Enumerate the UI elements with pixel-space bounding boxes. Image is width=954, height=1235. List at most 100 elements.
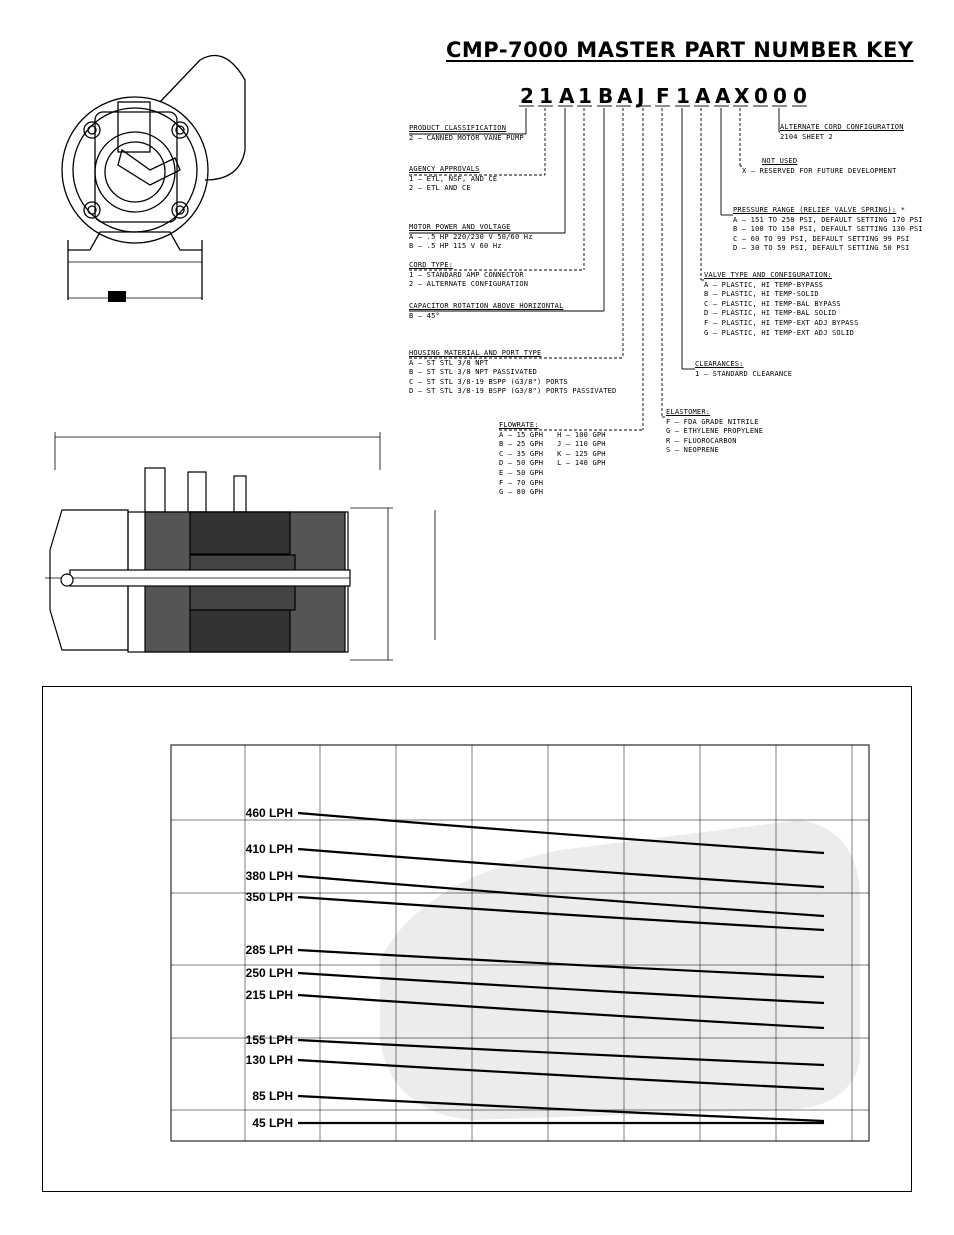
- page-title: CMP-7000 MASTER PART NUMBER KEY: [446, 38, 914, 62]
- valve-type-line: G – PLASTIC, HI TEMP-EXT ADJ SOLID: [704, 328, 855, 337]
- series-line: [297, 1038, 825, 1067]
- series-label: 285 LPH: [245, 943, 293, 957]
- flowrate-line: E – 50 GPH: [499, 468, 544, 477]
- flowrate-line: C – 35 GPH: [499, 449, 544, 458]
- alt-cord-line: 2104 SHEET 2: [780, 132, 833, 141]
- housing-material: HOUSING MATERIAL AND PORT TYPE A – ST ST…: [409, 349, 616, 397]
- series-line: [297, 1094, 825, 1123]
- valve-type-line: C – PLASTIC, HI TEMP-BAL BYPASS: [704, 299, 841, 308]
- clearances: CLEARANCES: 1 – STANDARD CLEARANCE: [695, 360, 792, 379]
- pressure-range-line: D – 30 TO 59 PSI, DEFAULT SETTING 50 PSI: [733, 244, 910, 253]
- series-label: 215 LPH: [245, 988, 293, 1002]
- motor-power: MOTOR POWER AND VOLTAGE A – .5 HP 220/23…: [409, 223, 533, 252]
- agency-approvals-heading: AGENCY APPROVALS: [409, 165, 480, 173]
- housing-material-line: A – ST STL 3/8 NPT: [409, 358, 489, 367]
- pressure-range-line: C – 60 TO 99 PSI, DEFAULT SETTING 99 PSI: [733, 234, 910, 243]
- flowrate: FLOWRATE: A – 15 GPH B – 25 GPH C – 35 G…: [499, 421, 606, 498]
- valve-type-line: D – PLASTIC, HI TEMP-BAL SOLID: [704, 309, 837, 318]
- series-line: [297, 1058, 825, 1091]
- pump-drawings: [45, 54, 436, 661]
- flowrate-line: J – 110 GPH: [557, 440, 606, 449]
- code-char: 0: [793, 84, 807, 108]
- elastomer-line: G – ETHYLENE PROPYLENE: [666, 427, 764, 436]
- flowrate-col2: H – 100 GPH J – 110 GPH K – 125 GPH L – …: [557, 431, 606, 498]
- code-char: 0: [754, 84, 768, 108]
- valve-type-line: A – PLASTIC, HI TEMP-BYPASS: [704, 280, 824, 289]
- code-char: 1: [539, 84, 553, 108]
- series-line: [297, 874, 825, 918]
- housing-material-heading: HOUSING MATERIAL AND PORT TYPE: [409, 349, 542, 357]
- code-char: J: [637, 84, 645, 108]
- housing-material-line: B – ST STL 3/8 NPT PASSIVATED: [409, 368, 538, 377]
- elastomer-line: F – FDA GRADE NITRILE: [666, 417, 759, 426]
- housing-material-line: C – ST STL 3/8-19 BSPP (G3/8") PORTS: [409, 377, 568, 386]
- code-char: A: [617, 84, 633, 108]
- valve-type-heading: VALVE TYPE AND CONFIGURATION:: [704, 271, 833, 279]
- not-used-line: X – RESERVED FOR FUTURE DEVELOPMENT: [742, 166, 897, 175]
- pump-watermark: [380, 820, 860, 1120]
- flowrate-line: A – 15 GPH: [499, 430, 544, 439]
- valve-type-line: F – PLASTIC, HI TEMP-EXT ADJ BYPASS: [704, 318, 859, 327]
- elastomer-line: S – NEOPRENE: [666, 446, 719, 455]
- code-char: B: [598, 84, 614, 108]
- series-label: 155 LPH: [245, 1033, 293, 1047]
- cord-type-line: 1 – STANDARD AMP CONNECTOR: [409, 270, 524, 279]
- housing-material-line: D – ST STL 3/8-19 BSPP (G3/8") PORTS PAS…: [409, 387, 617, 396]
- code-char: 0: [773, 84, 787, 108]
- series-label: 350 LPH: [245, 890, 293, 904]
- valve-type-line: B – PLASTIC, HI TEMP-SOLID: [704, 290, 819, 299]
- performance-chart-frame: [42, 686, 912, 1192]
- valve-type: VALVE TYPE AND CONFIGURATION: A – PLASTI…: [704, 271, 859, 338]
- series-label: 85 LPH: [252, 1089, 293, 1103]
- alt-cord: ALTERNATE CORD CONFIGURATION 2104 SHEET …: [780, 123, 904, 142]
- agency-approvals: AGENCY APPROVALS 1 – ETL, NSF, AND CE 2 …: [409, 165, 497, 194]
- series-line: [297, 895, 825, 932]
- series-label: 250 LPH: [245, 966, 293, 980]
- cord-type: CORD TYPE: 1 – STANDARD AMP CONNECTOR 2 …: [409, 261, 528, 290]
- pressure-range-heading: PRESSURE RANGE (RELIEF VALVE SPRING):: [733, 206, 897, 214]
- series-label: 45 LPH: [252, 1116, 293, 1130]
- elastomer-heading: ELASTOMER:: [666, 408, 711, 416]
- pump-side-view: [45, 432, 436, 661]
- not-used: NOT USED X – RESERVED FOR FUTURE DEVELOP…: [742, 157, 897, 176]
- pressure-range-line: B – 100 TO 150 PSI, DEFAULT SETTING 130 …: [733, 225, 923, 234]
- elastomer: ELASTOMER: F – FDA GRADE NITRILE G – ETH…: [666, 408, 763, 456]
- clearances-line: 1 – STANDARD CLEARANCE: [695, 369, 793, 378]
- code-char: 1: [578, 84, 592, 108]
- series-label: 380 LPH: [245, 869, 293, 883]
- cord-type-heading: CORD TYPE:: [409, 261, 454, 269]
- product-classification-heading: PRODUCT CLASSIFICATION: [409, 124, 507, 132]
- not-used-heading: NOT USED: [762, 157, 798, 165]
- code-char: A: [695, 84, 711, 108]
- pump-front-view: [61, 54, 246, 300]
- cord-type-line: 2 – ALTERNATE CONFIGURATION: [409, 280, 529, 289]
- product-classification: PRODUCT CLASSIFICATION 2 – CANNED MOTOR …: [409, 124, 524, 143]
- series-line: [297, 971, 825, 1005]
- flowrate-line: H – 100 GPH: [557, 430, 606, 439]
- code-char: F: [656, 84, 670, 108]
- motor-power-line: B – .5 HP 115 V 60 Hz: [409, 242, 502, 251]
- flowrate-col1: A – 15 GPH B – 25 GPH C – 35 GPH D – 50 …: [499, 431, 543, 498]
- series-line: [297, 948, 825, 979]
- series-label: 410 LPH: [245, 842, 293, 856]
- pressure-range: PRESSURE RANGE (RELIEF VALVE SPRING): * …: [733, 206, 923, 254]
- motor-power-heading: MOTOR POWER AND VOLTAGE: [409, 223, 511, 231]
- code-char: 1: [676, 84, 690, 108]
- series-line: [297, 993, 825, 1030]
- code-char: 2: [520, 84, 534, 108]
- series-label: 130 LPH: [245, 1053, 293, 1067]
- agency-approvals-line: 2 – ETL AND CE: [409, 184, 471, 193]
- capacitor-rotation-line: B – 45°: [409, 311, 440, 320]
- flowrate-line: L – 140 GPH: [557, 459, 606, 468]
- capacitor-rotation-heading: CAPACITOR ROTATION ABOVE HORIZONTAL: [409, 302, 564, 310]
- elastomer-line: R – FLUOROCARBON: [666, 436, 737, 445]
- flowrate-line: F – 70 GPH: [499, 478, 544, 487]
- flowrate-line: B – 25 GPH: [499, 440, 544, 449]
- flowrate-line: K – 125 GPH: [557, 449, 606, 458]
- series-label: 460 LPH: [245, 806, 293, 820]
- flowrate-line: D – 50 GPH: [499, 459, 544, 468]
- flowrate-heading: FLOWRATE:: [499, 421, 539, 429]
- series-line: [297, 847, 825, 889]
- motor-power-line: A – .5 HP 220/230 V 50/60 Hz: [409, 232, 533, 241]
